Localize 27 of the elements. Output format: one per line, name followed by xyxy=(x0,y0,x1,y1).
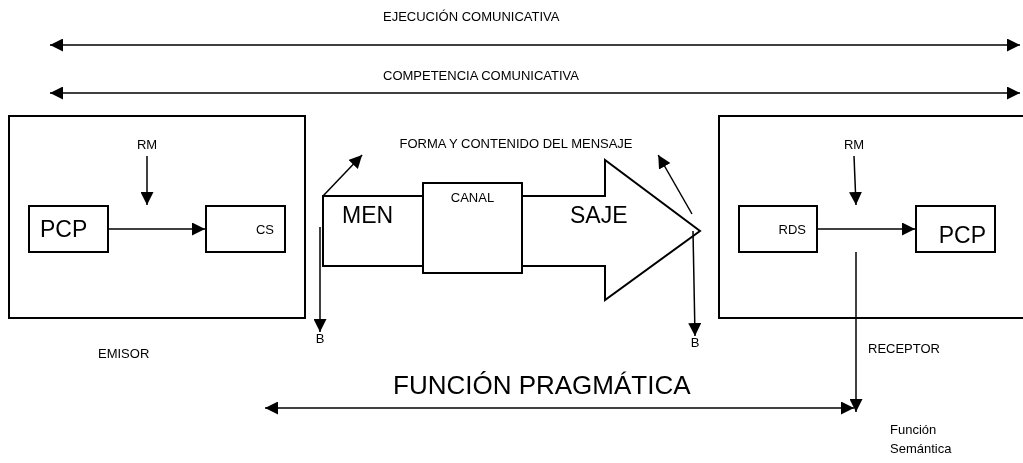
panel-label: EMISOR xyxy=(98,347,150,360)
text-label: RM xyxy=(131,138,163,156)
arrow xyxy=(313,226,327,333)
text-label: RM xyxy=(838,138,870,156)
panel-label: RECEPTOR xyxy=(868,342,940,355)
arrow xyxy=(688,230,702,337)
process-box: PCP xyxy=(28,205,109,253)
process-box: CANAL xyxy=(422,182,523,274)
process-box: CS xyxy=(205,205,286,253)
process-box: PCP xyxy=(915,205,996,253)
message-label: SAJE xyxy=(570,204,628,227)
span-label: COMPETENCIA COMUNICATIVA xyxy=(383,69,579,82)
text-label: FORMA Y CONTENIDO DEL MENSAJE xyxy=(358,137,674,155)
arrow xyxy=(140,155,154,206)
text-label: B xyxy=(312,332,328,350)
process-box: RDS xyxy=(738,205,818,253)
text-label: B xyxy=(687,336,703,354)
message-label: MEN xyxy=(342,204,394,227)
note-text: Función Semántica xyxy=(890,421,953,458)
arrow xyxy=(322,154,363,197)
arrow xyxy=(849,155,862,206)
arrow xyxy=(108,222,206,236)
arrow xyxy=(849,251,863,413)
span-label: FUNCIÓN PRAGMÁTICA xyxy=(393,372,691,398)
arrow xyxy=(657,154,693,215)
arrow xyxy=(817,222,916,236)
span-label: EJECUCIÓN COMUNICATIVA xyxy=(383,10,560,23)
